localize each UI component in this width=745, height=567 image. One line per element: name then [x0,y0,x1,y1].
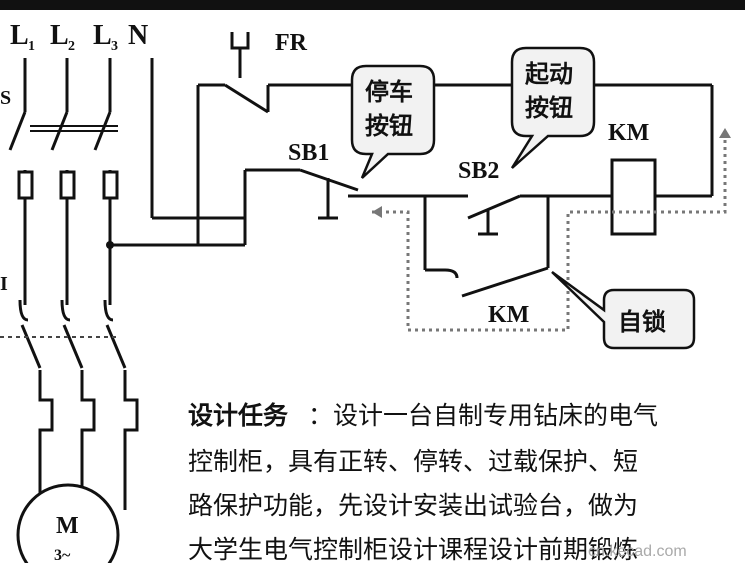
task-heading: 设计任务 [188,401,288,430]
start-button-label-1: 起动 [524,60,573,88]
label-km-contact: KM [488,302,529,328]
control-junction [106,241,245,249]
fuses [17,170,119,200]
label-l2: L [50,20,69,51]
label-i: I [0,273,8,295]
label-fr: FR [275,30,308,56]
main-contacts [18,299,127,369]
label-n: N [128,20,148,51]
fr-contact [196,32,712,245]
km-coil [610,158,657,236]
arrow-left [372,206,382,218]
task-line-2: 控制柜，具有正转、停转、过载保护、短 [188,447,638,476]
arrow-up [719,128,731,138]
main-power-lines [8,58,245,305]
label-l2-sub: 2 [68,39,75,54]
start-button-label-2: 按钮 [525,94,573,122]
motor-phase: 3~ [54,547,71,563]
task-description: 设计任务 ：设计一台自制专用钻床的电气 控制柜，具有正转、停转、过载保护、短 路… [188,401,658,564]
label-l1: L [10,20,29,51]
label-km-coil: KM [608,120,649,146]
task-line-3: 路保护功能，先设计安装出试验台，做为 [188,491,638,520]
label-l3: L [93,20,112,51]
label-l1-sub: 1 [28,39,35,54]
callout-stop-button: 停车 按钮 [350,64,436,179]
sb1-button [318,178,338,220]
selflock-label: 自锁 [618,308,666,336]
callout-selflock: 自锁 [551,270,696,350]
task-line-4: 大学生电气控制柜设计课程设计前期锻炼 [188,535,638,563]
label-l3-sub: 3 [111,39,118,54]
sb2-button [478,210,498,236]
label-s: S [0,87,11,109]
label-sb1: SB1 [288,140,329,166]
breaker-link [30,125,118,132]
motor-label: M [56,513,79,539]
callout-start-button: 起动 按钮 [510,46,596,169]
stop-button-label-1: 停车 [365,78,413,106]
watermark: cn.kecad.com [588,543,687,560]
task-line-1: ：设计一台自制专用钻床的电气 [308,401,658,430]
thermal-elements [38,370,139,510]
phase-labels: L 1 L 2 L 3 N S I [0,20,148,295]
current-path [372,140,727,332]
top-border [0,0,745,10]
motor: M 3~ [16,483,120,567]
label-sb2: SB2 [458,158,499,184]
control-circuit [243,85,714,298]
stop-button-label-2: 按钮 [365,112,413,140]
